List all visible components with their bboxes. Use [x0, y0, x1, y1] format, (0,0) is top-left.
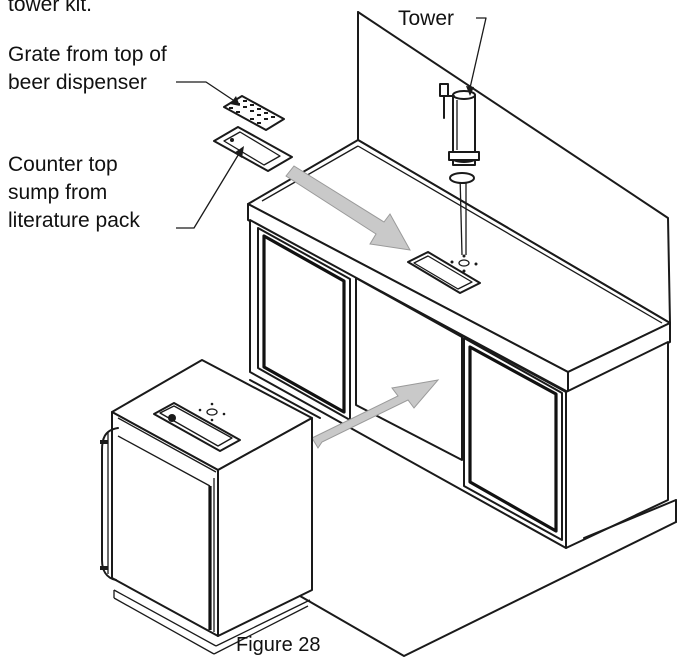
right-cabinet-door — [463, 337, 563, 541]
sump-placement-arrow — [285, 165, 411, 251]
figure-caption: Figure 28 — [236, 634, 321, 656]
sump-icon — [213, 126, 293, 172]
tower-mount-hole — [450, 174, 478, 273]
leader-lines — [176, 17, 487, 229]
sump-label-line1: Counter top — [8, 153, 118, 176]
dispenser-insert-arrow — [311, 379, 440, 449]
counter-top — [247, 139, 671, 393]
intro-text-fragment: tower kit. — [8, 0, 93, 16]
tower-leader — [469, 17, 487, 89]
counter-sump-hole — [407, 251, 481, 294]
grate-leader — [176, 81, 237, 103]
tower-label: Tower — [398, 7, 455, 30]
sump-label-line2: sump from — [8, 181, 108, 204]
sump-leader — [176, 151, 241, 229]
sump-label-line3: literature pack — [8, 209, 140, 232]
grate-label-line2: beer dispenser — [8, 71, 147, 94]
tower-icon — [439, 83, 480, 184]
beer-dispenser-icon — [100, 359, 313, 655]
floor — [249, 379, 677, 657]
left-cabinet-door — [257, 227, 351, 421]
grate-label-line1: Grate from top of — [8, 43, 167, 66]
